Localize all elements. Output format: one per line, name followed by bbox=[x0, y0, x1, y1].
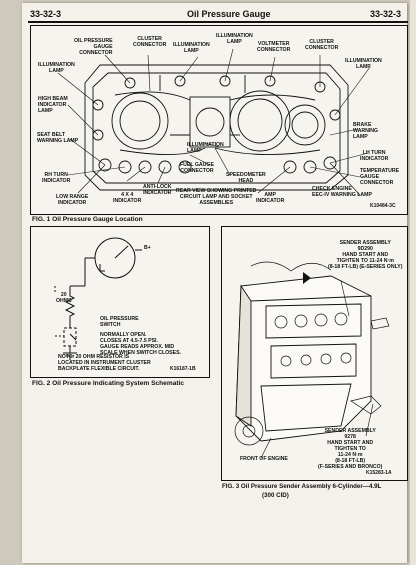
label-lh-turn: LH TURN INDICATOR bbox=[360, 150, 389, 162]
label-illumination-lamp-2: ILLUMINATION LAMP bbox=[216, 33, 253, 45]
bplus-label: B+ bbox=[144, 245, 151, 251]
label-high-beam: HIGH BEAM INDICATOR LAMP bbox=[38, 96, 68, 114]
label-temperature-gauge: TEMPERATURE GAUGE CONNECTOR bbox=[360, 168, 400, 186]
fig2-caption: FIG. 2 Oil Pressure Indicating System Sc… bbox=[32, 380, 185, 387]
page-title: Oil Pressure Gauge bbox=[187, 9, 271, 19]
label-fuel-gauge: FUEL GAUGE CONNECTOR bbox=[180, 162, 214, 174]
label-four-x-four: 4 x 4 INDICATOR bbox=[113, 192, 142, 204]
label-amp-indicator: AMP INDICATOR bbox=[256, 192, 285, 204]
page-number-right: 33-32-3 bbox=[369, 9, 401, 19]
header-rule bbox=[28, 21, 408, 23]
label-speedometer-head: SPEEDOMETER HEAD bbox=[226, 172, 266, 184]
label-seat-belt: SEAT BELT WARNING LAMP bbox=[37, 132, 79, 144]
schematic-drawing bbox=[54, 237, 142, 360]
label-illumination-lamp-mid: ILLUMINATION LAMP bbox=[187, 142, 224, 154]
switch-description: NORMALLY OPEN. CLOSES AT 4.5-7.5 PSI. GA… bbox=[100, 332, 181, 356]
front-of-engine-label: FRONT OF ENGINE bbox=[240, 456, 288, 462]
label-check-engine: CHECK ENGINE EEC-IV WARNING LAMP bbox=[312, 186, 372, 198]
label-brake-warning: BRAKE WARNING LAMP bbox=[353, 122, 379, 140]
engine-drawing bbox=[234, 261, 390, 459]
label-illumination-lamp-1: ILLUMINATION LAMP bbox=[173, 42, 210, 54]
label-voltmeter-connector: VOLTMETER CONNECTOR bbox=[257, 41, 291, 53]
page-edge bbox=[410, 0, 416, 565]
page-number-left: 33-32-3 bbox=[30, 9, 62, 19]
fig3-code: K15283-1A bbox=[366, 470, 392, 476]
instrument-cluster-drawing bbox=[57, 48, 371, 196]
switch-label: OIL PRESSURE SWITCH bbox=[100, 316, 139, 328]
page-header: 33-32-3 Oil Pressure Gauge 33-32-3 bbox=[22, 7, 407, 21]
label-oil-pressure-gauge-connector: OIL PRESSURE GAUGE CONNECTOR bbox=[74, 38, 113, 56]
fig1-code: K10484-3C bbox=[370, 203, 396, 209]
fig2-code: K16187-1B bbox=[170, 366, 196, 372]
label-illumination-lamp-left: ILLUMINATION LAMP bbox=[38, 62, 75, 74]
fig3-caption-line2: (300 CID) bbox=[262, 492, 289, 499]
fig1-caption: FIG. 1 Oil Pressure Gauge Location bbox=[32, 216, 143, 223]
label-cluster-connector-1: CLUSTER CONNECTOR bbox=[133, 36, 167, 48]
label-rh-turn: RH TURN INDICATOR bbox=[42, 172, 71, 184]
label-anti-lock: ANTI-LOCK INDICATOR bbox=[143, 184, 172, 196]
sender-bottom-label: SENDER ASSEMBLY 9278 HAND START AND TIGH… bbox=[318, 428, 383, 470]
label-low-range: LOW RANGE INDICATOR bbox=[56, 194, 89, 206]
label-rear-view: REAR VIEW SHOWING PRINTED CIRCUIT LAMP A… bbox=[176, 188, 257, 206]
label-illumination-lamp-right: ILLUMINATION LAMP bbox=[345, 58, 382, 70]
fig3-caption-line1: FIG. 3 Oil Pressure Sender Assembly 6-Cy… bbox=[222, 483, 382, 490]
resistor-note: NOTE: 20 OHM RESISTOR IS LOCATED IN INST… bbox=[58, 354, 151, 372]
fig2-frame bbox=[30, 226, 210, 378]
label-cluster-connector-2: CLUSTER CONNECTOR bbox=[305, 39, 339, 51]
sender-top-label: SENDER ASSEMBLY 9D290 HAND START AND TIG… bbox=[328, 240, 403, 270]
ohms-label: 20 OHMS bbox=[56, 292, 72, 304]
